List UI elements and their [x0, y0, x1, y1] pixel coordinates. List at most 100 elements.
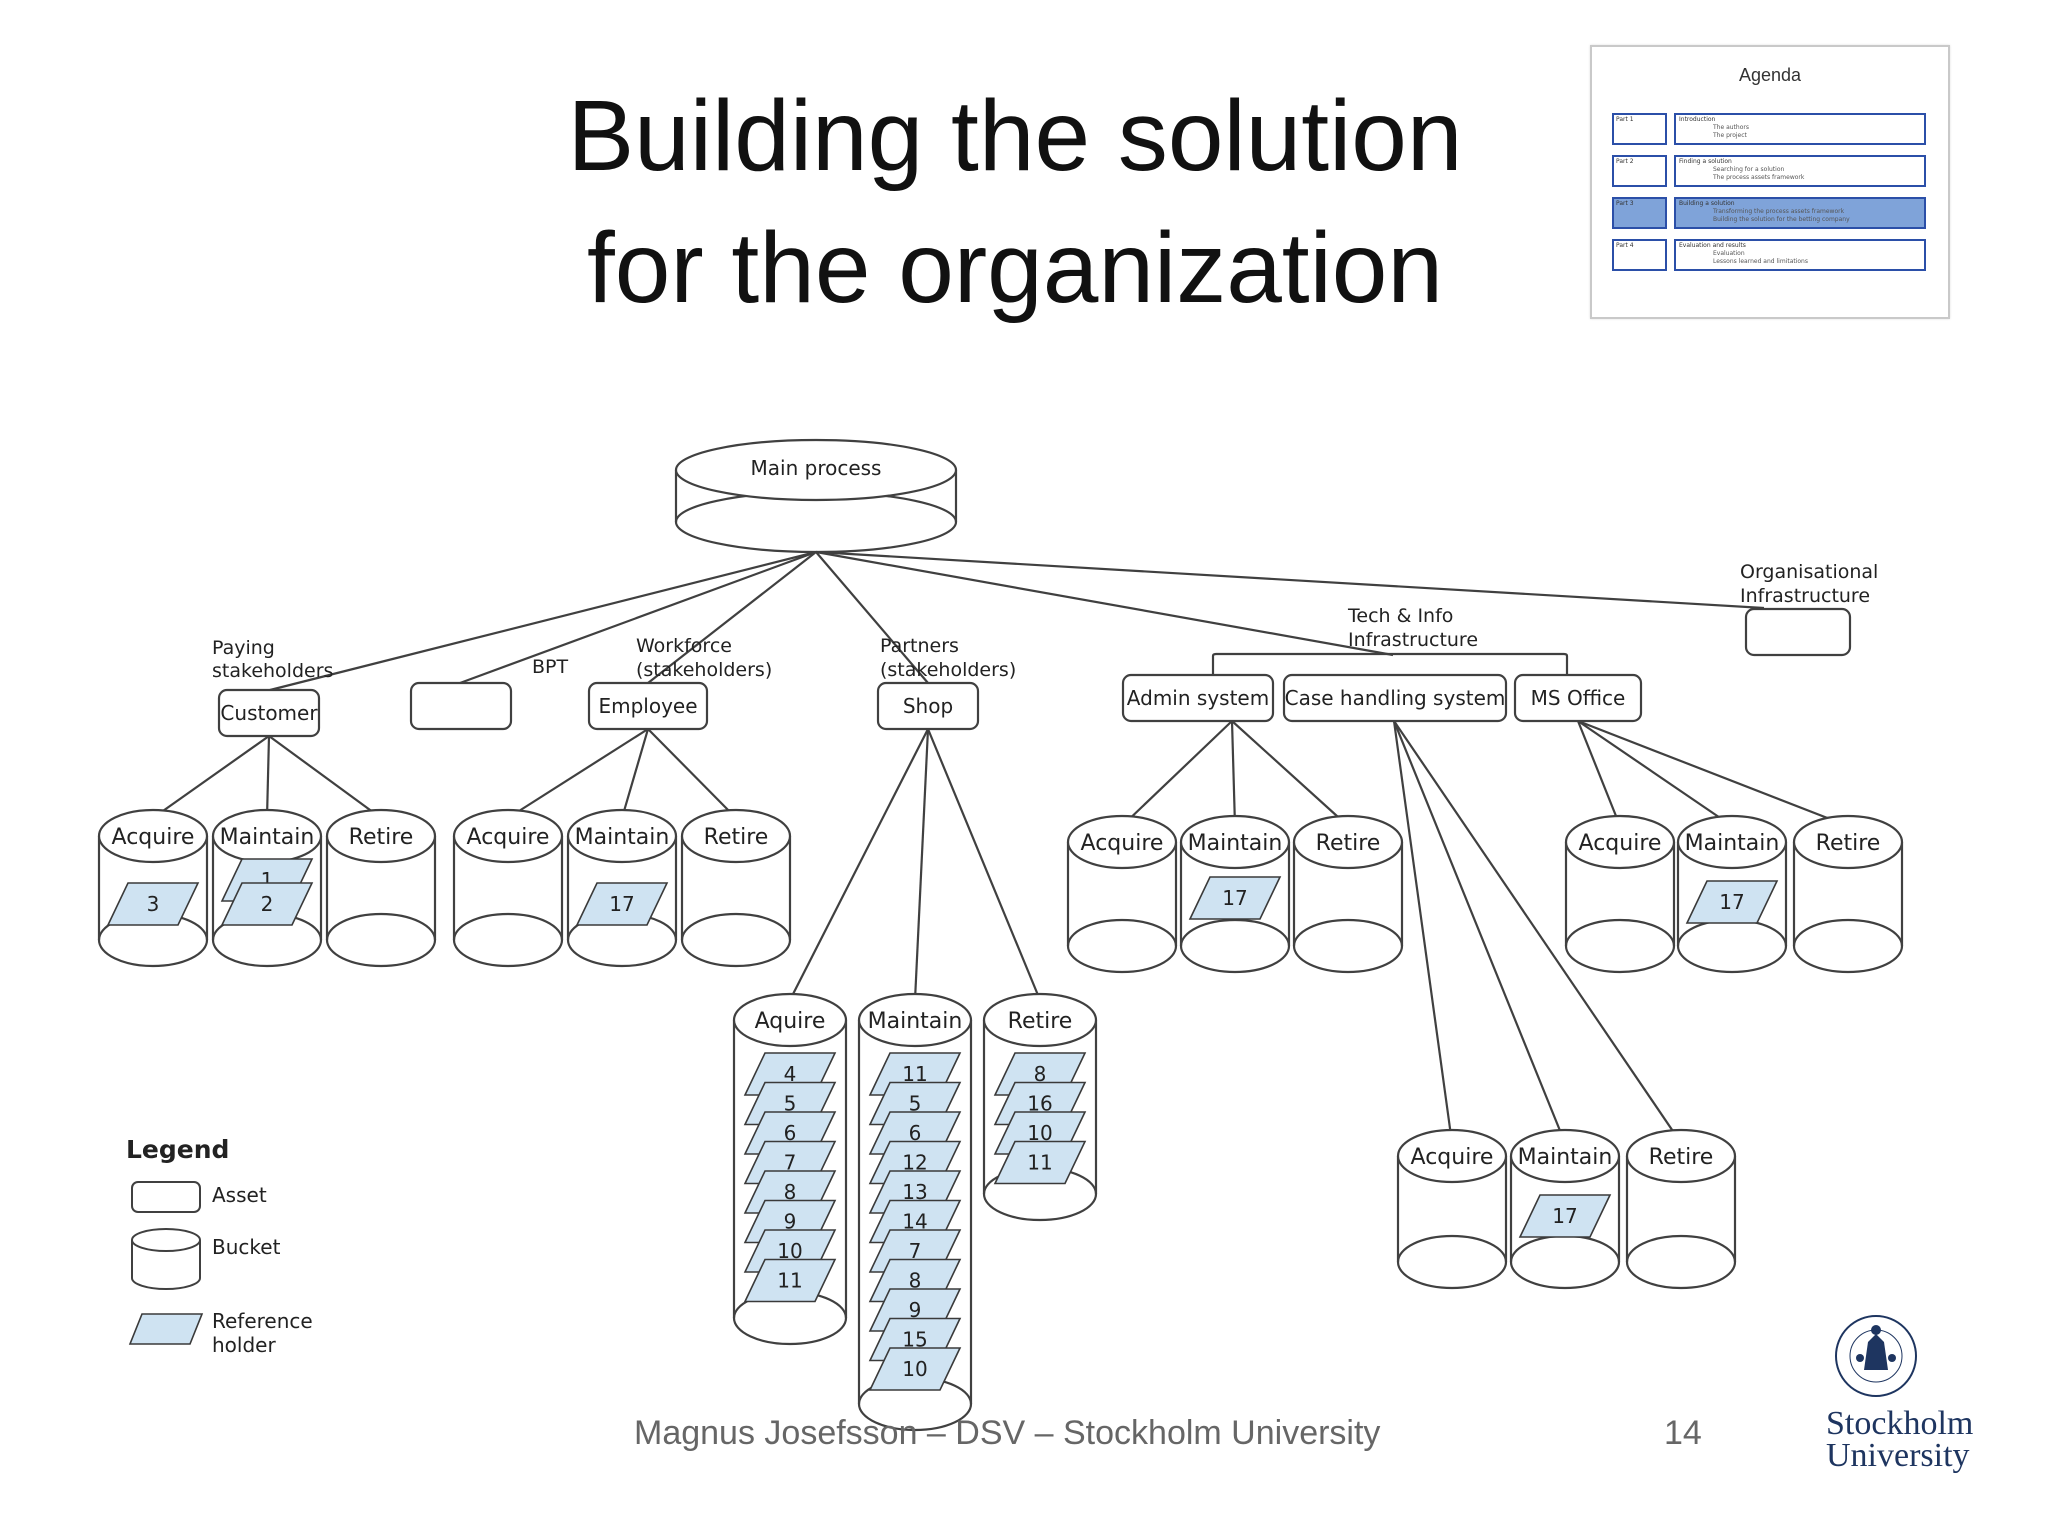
- reference-holder: 3: [106, 882, 200, 926]
- group-label-bpt: BPT: [532, 656, 568, 678]
- agenda-row-heading: Introduction: [1679, 116, 1716, 123]
- bucket-body: [1066, 842, 1178, 974]
- bucket-label: Maintain: [220, 825, 315, 850]
- edge-asset-bucket: [926, 728, 1042, 1001]
- reference-number: 7: [784, 1151, 797, 1175]
- edge-root-employee: [647, 551, 817, 684]
- reference-number: 4: [784, 1062, 797, 1086]
- asset-customer-label: Customer: [220, 701, 318, 725]
- edge-root-shop: [815, 551, 929, 684]
- reference-number: 3: [147, 892, 160, 916]
- bucket-top: [1792, 814, 1904, 870]
- bucket-label: Maintain: [1188, 831, 1283, 856]
- reference-number: 11: [777, 1269, 802, 1293]
- agenda-row-heading: Building a solution: [1679, 200, 1735, 207]
- group-label-org: Organisational: [1740, 561, 1878, 583]
- bucket-top: [680, 808, 792, 864]
- reference-number: 6: [784, 1121, 797, 1145]
- bucket-case-acquire: Acquire: [1396, 1128, 1508, 1290]
- reference-number: 17: [1552, 1204, 1577, 1228]
- university-logo: Stockholm University: [1808, 1312, 2008, 1482]
- asset-case-handling-system-label: Case handling system: [1285, 686, 1506, 710]
- bucket-label: Retire: [349, 825, 414, 850]
- bucket-base-rim: [1179, 918, 1291, 947]
- bucket-base-rim: [1066, 918, 1178, 947]
- edge-asset-bucket: [507, 728, 649, 819]
- reference-holder: 17: [1188, 876, 1282, 920]
- bucket-top: [1625, 1128, 1737, 1184]
- reference-number: 17: [1719, 890, 1744, 914]
- reference-number: 5: [909, 1092, 922, 1116]
- edge-asset-bucket: [1230, 720, 1237, 827]
- group-label-partners: Partners: [880, 635, 959, 657]
- group-label-workforce: Workforce: [636, 635, 732, 657]
- bucket-top: [1179, 814, 1291, 870]
- bucket-label: Maintain: [868, 1009, 963, 1034]
- reference-holder: 17: [575, 882, 669, 926]
- group-label-paying: stakeholders: [212, 660, 333, 682]
- reference-shape: [1188, 876, 1282, 920]
- agenda-row-item: Evaluation: [1713, 250, 1745, 257]
- reference-shape: [1685, 880, 1779, 924]
- legend-asset-label: Asset: [212, 1183, 267, 1207]
- bucket-label: Acquire: [1579, 831, 1662, 856]
- reference-holder: 17: [1518, 1194, 1612, 1238]
- asset-shop-label: Shop: [903, 694, 953, 718]
- edge-asset-bucket: [1577, 720, 1733, 827]
- group-label-workforce: (stakeholders): [636, 659, 772, 681]
- bucket-msoffice-maintain: Maintain: [1676, 814, 1788, 974]
- bucket-base-rim: [1564, 918, 1676, 947]
- reference-shape: [743, 1258, 837, 1303]
- reference-number: 10: [902, 1357, 927, 1381]
- legend-bucket-swatch-top: [131, 1228, 201, 1252]
- reference-shape: [575, 882, 669, 926]
- bucket-label: Maintain: [1518, 1145, 1613, 1170]
- reference-shape: [106, 882, 200, 926]
- bucket-label: Retire: [1008, 1009, 1073, 1034]
- edge-asset-bucket: [152, 735, 270, 819]
- reference-number: 7: [909, 1239, 922, 1263]
- university-name-line-2: University: [1826, 1437, 1970, 1474]
- edge-asset-bucket: [1577, 719, 1849, 828]
- legend-bucket-label: Bucket: [212, 1235, 281, 1259]
- bucket-label: Acquire: [1081, 831, 1164, 856]
- legend-bucket-swatch: [131, 1240, 201, 1290]
- bucket-base-rim: [1396, 1234, 1508, 1263]
- title-line-1: Building the solution: [567, 80, 1463, 192]
- edge-root-org: [815, 550, 1765, 610]
- group-label-tech: Infrastructure: [1348, 629, 1478, 651]
- group-label-paying: Paying: [212, 637, 275, 659]
- edge-asset-bucket: [1576, 720, 1622, 827]
- agenda-row-item: The project: [1713, 132, 1747, 139]
- bucket-top: [566, 808, 678, 864]
- bucket-msoffice-acquire: Acquire: [1564, 814, 1676, 974]
- edge-root-customer: [269, 550, 817, 692]
- agenda-row-item: Building the solution for the betting co…: [1713, 216, 1850, 223]
- bucket-top: [1564, 814, 1676, 870]
- bucket-base-rim: [1292, 918, 1404, 947]
- university-seal-icon: [1835, 1315, 1917, 1397]
- agenda-row-item: The process assets framework: [1713, 174, 1805, 181]
- bucket-label: Maintain: [1685, 831, 1780, 856]
- asset-admin-system: [1121, 673, 1275, 723]
- agenda-part-label: Part 4: [1612, 239, 1667, 271]
- reference-shape: [868, 1347, 962, 1391]
- reference-holder: 11: [743, 1258, 837, 1303]
- edge-asset-bucket: [620, 728, 650, 819]
- agenda-row-heading: Finding a solution: [1679, 158, 1732, 165]
- reference-holder: 11: [993, 1140, 1087, 1185]
- agenda-title: Agenda: [1738, 65, 1802, 85]
- group-label-org: Infrastructure: [1740, 585, 1870, 607]
- bucket-customer-retire: Retire: [325, 808, 437, 968]
- bucket-label: Acquire: [1411, 1145, 1494, 1170]
- reference-holder: 10: [868, 1347, 962, 1391]
- bucket-admin-acquire: Acquire: [1066, 814, 1178, 974]
- bucket-case-retire: Retire: [1625, 1128, 1737, 1290]
- bucket-top: [97, 808, 209, 864]
- bucket-label: Retire: [1316, 831, 1381, 856]
- bucket-base-rim: [1792, 918, 1904, 947]
